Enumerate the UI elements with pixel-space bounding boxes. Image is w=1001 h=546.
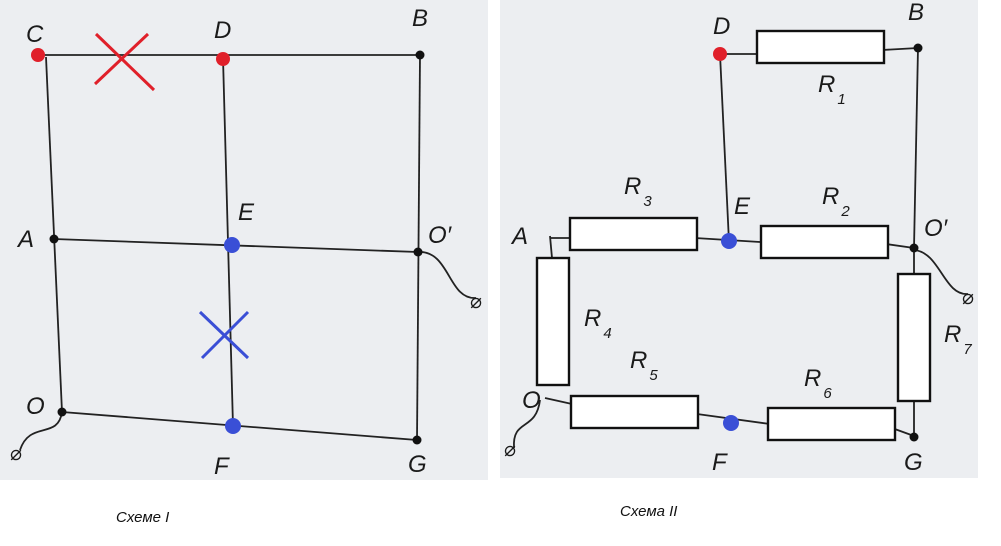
label2-b: B	[908, 0, 924, 26]
node-o-prime2-dot	[909, 243, 919, 253]
node-b-dot	[415, 50, 425, 60]
label-o: O	[26, 393, 45, 420]
terminal-o-prime-symbol: ⌀	[470, 291, 482, 313]
label2-e: E	[734, 193, 751, 220]
lead-o	[19, 411, 63, 451]
blue-cross-mark	[198, 310, 250, 360]
scheme-1-panel: ⌀ ⌀ C D B A E O′ O F G	[0, 0, 488, 480]
resistor-r3	[568, 216, 699, 252]
label2-f: F	[712, 449, 728, 476]
lead-o-prime-2	[913, 249, 969, 295]
node-e2-blue-dot	[721, 233, 737, 249]
scheme-2-caption: Схема II	[620, 503, 677, 520]
resistor-r6	[766, 406, 897, 442]
label-a: A	[16, 226, 34, 253]
resistor-r1	[755, 29, 886, 65]
label-r2: R2	[822, 183, 850, 220]
lead-o-2	[513, 399, 541, 449]
label2-o-prime: O′	[924, 215, 949, 242]
label-r3: R3	[624, 173, 652, 210]
node-d2-red-dot	[713, 47, 727, 61]
wire-o-r5	[544, 397, 573, 405]
wire-r2-o-prime	[885, 243, 915, 249]
node-o-prime-dot	[413, 247, 423, 257]
node-g2-dot	[909, 432, 919, 442]
node-b2-dot	[913, 43, 923, 53]
node-e-blue-dot	[224, 237, 240, 253]
wire-r1-b	[881, 47, 919, 51]
node-f-blue-dot	[225, 418, 241, 434]
scheme-2-panel: ⌀ ⌀ D B A E O′ O F G R1 R2 R3 R4 R5 R6 R…	[500, 0, 978, 478]
label-r7: R7	[944, 321, 972, 358]
label-b: B	[412, 5, 428, 32]
wire-d-e	[719, 53, 730, 243]
terminal-o-symbol: ⌀	[10, 443, 22, 465]
lead-o-prime	[417, 251, 477, 299]
terminal-o-prime2-symbol: ⌀	[962, 287, 974, 309]
label2-g: G	[904, 449, 923, 476]
label2-d: D	[713, 13, 730, 40]
wire-b-g	[416, 54, 421, 441]
label-f: F	[214, 453, 230, 480]
node-a-dot	[49, 234, 59, 244]
label2-o: O	[522, 387, 541, 414]
resistor-r4	[535, 256, 571, 387]
node-f2-blue-dot	[723, 415, 739, 431]
label-c: C	[26, 21, 44, 48]
label-g: G	[408, 451, 427, 478]
wire-a-r4	[549, 235, 553, 259]
node-g-dot	[412, 435, 422, 445]
label-d: D	[214, 17, 231, 44]
label2-a: A	[510, 223, 528, 250]
label-o-prime: O′	[428, 222, 453, 249]
label-r5: R5	[630, 347, 658, 384]
wire-b-o-prime	[913, 47, 919, 249]
terminal-o2-symbol: ⌀	[504, 439, 516, 461]
node-d-red-dot	[216, 52, 230, 66]
red-cross-mark	[93, 32, 156, 92]
label-e: E	[238, 199, 255, 226]
node-o-dot	[57, 407, 67, 417]
node-c-red-dot	[31, 48, 45, 62]
label-r4: R4	[584, 305, 612, 342]
scheme-1-caption: Схеме I	[116, 509, 169, 526]
label-r6: R6	[804, 365, 832, 402]
resistor-r7	[896, 272, 932, 403]
resistor-r2	[759, 224, 890, 260]
label-r1: R1	[818, 71, 846, 108]
resistor-r5	[569, 394, 700, 430]
